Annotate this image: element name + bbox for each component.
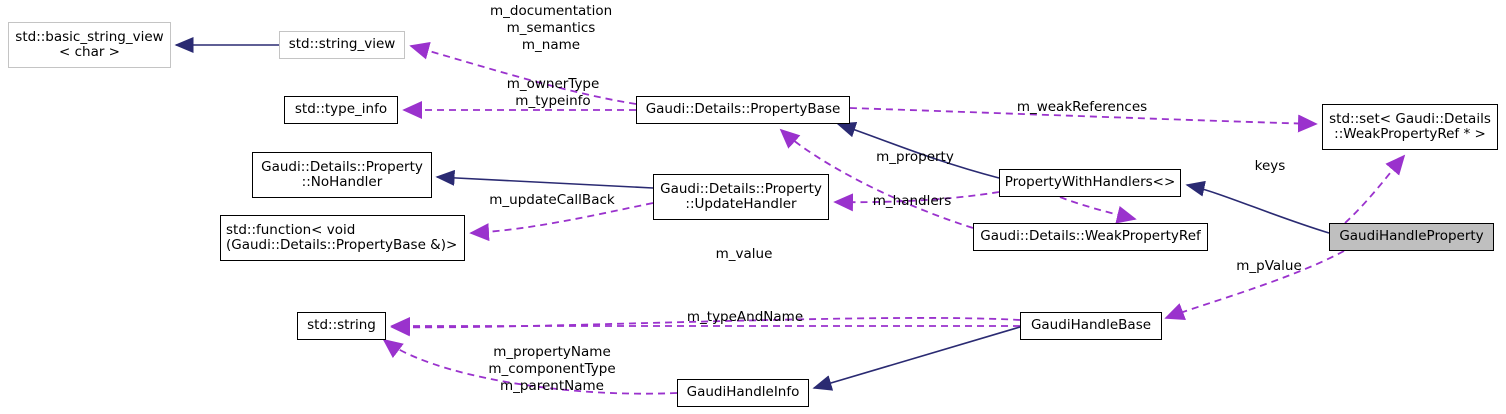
diagram-edge-usage — [849, 107, 1318, 133]
class-node-string_view[interactable]: std::string_view — [279, 31, 405, 59]
edge-label-lbl_value: m_value — [715, 246, 773, 262]
edge-label-lbl_propname: m_propertyName m_componentType m_parentN… — [488, 344, 616, 394]
class-node-set_weak[interactable]: std::set< Gaudi::Details ::WeakPropertyR… — [1322, 104, 1498, 150]
edge-label-lbl_doc: m_documentation m_semantics m_name — [490, 3, 613, 53]
diagram-edge-inheritance — [812, 326, 1021, 391]
diagram-edge-usage — [390, 317, 1021, 337]
edge-label-lbl_update: m_updateCallBack — [489, 192, 615, 208]
class-node-update_handler[interactable]: Gaudi::Details::Property ::UpdateHandler — [653, 174, 829, 220]
class-node-std_string[interactable]: std::string — [297, 312, 386, 340]
edge-label-lbl_keys: keys — [1254, 158, 1286, 174]
diagram-edge-usage — [1059, 196, 1137, 224]
edge-label-lbl_typename: m_typeAndName — [686, 309, 804, 325]
edge-label-lbl_owner: m_ownerType m_typeinfo — [506, 76, 600, 109]
edge-label-lbl_handlers: m_handlers — [872, 193, 952, 209]
edge-label-lbl_prop: m_property — [876, 149, 954, 165]
class-node-property_base[interactable]: Gaudi::Details::PropertyBase — [636, 96, 850, 124]
class-node-no_handler[interactable]: Gaudi::Details::Property ::NoHandler — [252, 152, 432, 198]
class-node-std_function[interactable]: std::function< void (Gaudi::Details::Pro… — [220, 215, 465, 261]
class-node-prop_with_handlers[interactable]: PropertyWithHandlers<> — [999, 169, 1181, 197]
class-node-handle_property[interactable]: GaudiHandleProperty — [1329, 223, 1494, 251]
class-node-weak_prop_ref[interactable]: Gaudi::Details::WeakPropertyRef — [973, 223, 1208, 251]
class-node-handle_info[interactable]: GaudiHandleInfo — [677, 379, 809, 407]
class-node-handle_base[interactable]: GaudiHandleBase — [1020, 312, 1162, 340]
class-node-basic_string_view[interactable]: std::basic_string_view < char > — [8, 22, 171, 68]
diagram-edge-usage — [409, 42, 637, 105]
diagram-edge-inheritance — [435, 169, 654, 189]
edge-label-lbl_weakref: m_weakReferences — [1016, 99, 1148, 115]
diagram-edge-usage — [469, 202, 654, 242]
edge-label-lbl_pvalue: m_pValue — [1236, 258, 1302, 274]
diagram-edge-usage — [382, 338, 678, 395]
diagram-edge-usage — [833, 191, 1000, 212]
diagram-edge-inheritance — [836, 121, 1000, 179]
diagram-edge-usage — [1344, 154, 1406, 224]
class-node-type_info[interactable]: std::type_info — [284, 96, 398, 124]
diagram-edge-inheritance — [1185, 180, 1330, 234]
diagram-edge-usage — [1164, 250, 1345, 320]
